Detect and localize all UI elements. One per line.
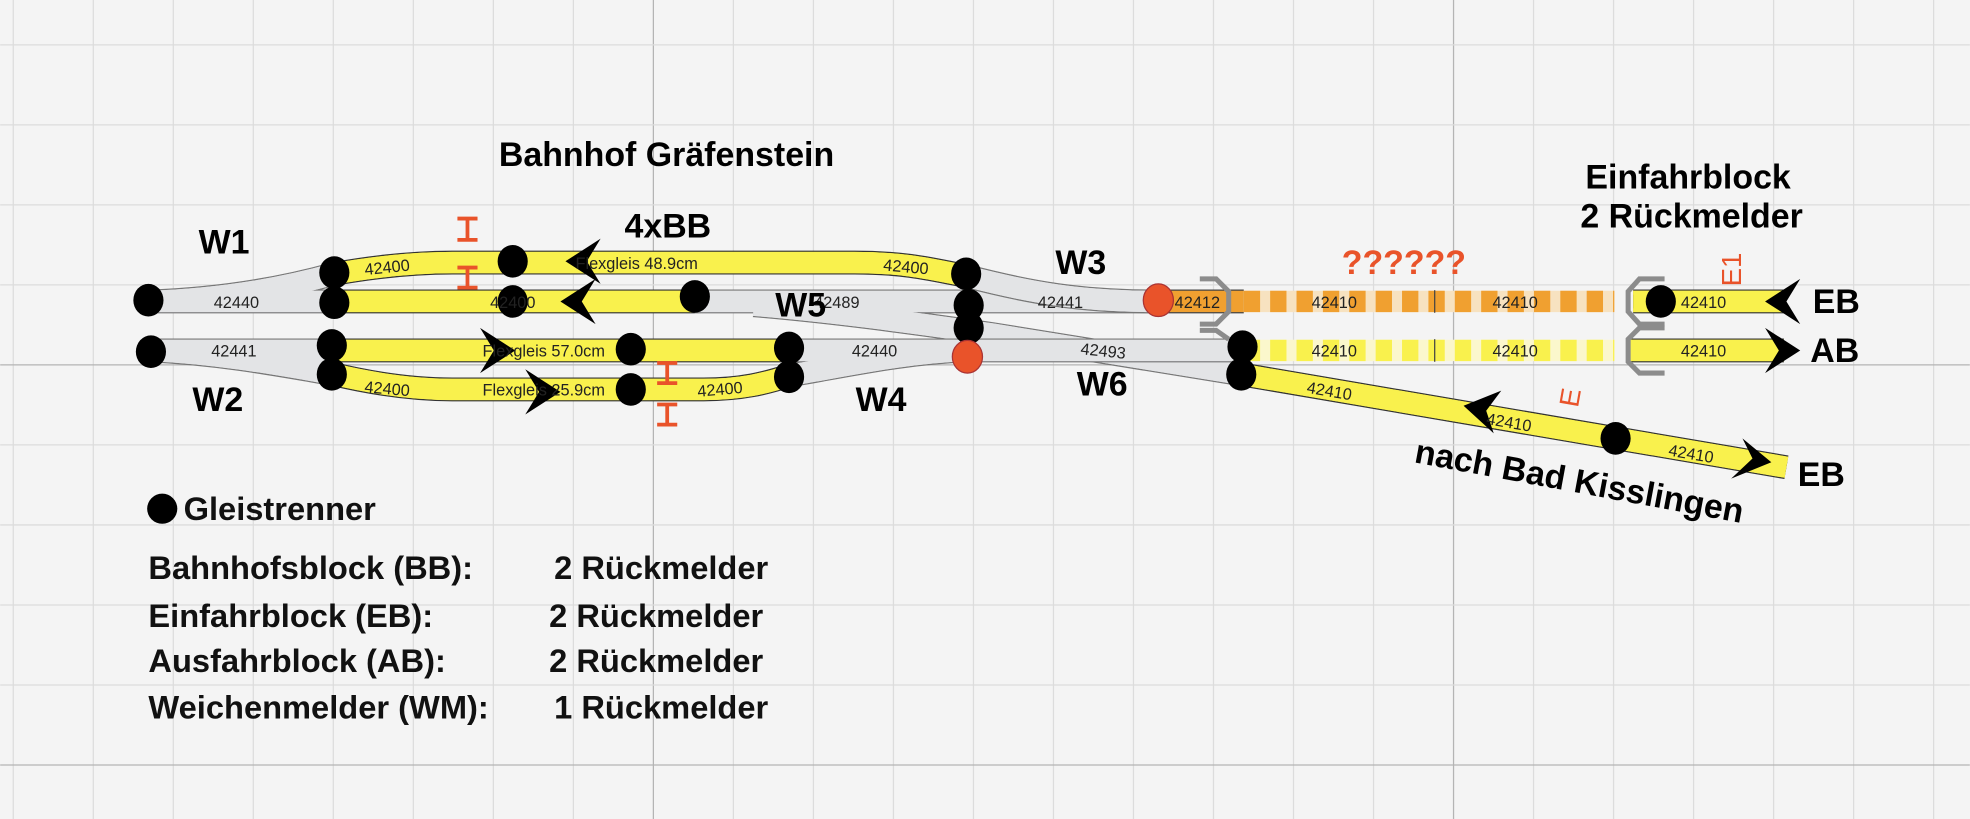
block-label: 4xBB xyxy=(624,207,711,245)
track-segment xyxy=(332,251,970,287)
track-separators xyxy=(133,244,1676,455)
arrow-left-icon xyxy=(565,238,601,284)
end-label-eb: EB xyxy=(1813,283,1860,321)
track-label: Flexgleis 25.9cm xyxy=(483,382,605,400)
track-label: 42400 xyxy=(697,379,744,401)
arrow-left-icon xyxy=(560,278,596,325)
track-label: 42410 xyxy=(1312,343,1357,361)
switch-label-w2: W2 xyxy=(192,381,243,419)
arrow-right-icon xyxy=(480,327,516,374)
track-label: 42440 xyxy=(214,294,259,312)
track-segment xyxy=(331,363,793,401)
legend-row-name: Weichenmelder (WM): xyxy=(148,689,488,726)
signal-markers: E1 E xyxy=(457,216,1747,427)
track-bumpers xyxy=(1199,276,1665,376)
track-label: 42493 xyxy=(1080,340,1127,363)
switch-label-w5: W5 xyxy=(775,287,826,325)
track-label: 42400 xyxy=(490,294,535,312)
switch-label-w1: W1 xyxy=(199,224,250,262)
track-label: 42410 xyxy=(1681,343,1726,361)
separator-dot-icon xyxy=(147,493,178,524)
legend-row-name: Ausfahrblock (AB): xyxy=(148,642,445,679)
track-label: 42400 xyxy=(364,378,411,400)
track-segment xyxy=(1239,363,1789,478)
legend-row-value: 2 Rückmelder xyxy=(549,597,763,634)
entry-block-subtitle: 2 Rückmelder xyxy=(1580,197,1802,235)
track-label: 42410 xyxy=(1492,294,1537,312)
end-label-ab: AB xyxy=(1810,332,1859,370)
track-label: 42400 xyxy=(364,257,411,280)
legend-row-value: 2 Rückmelder xyxy=(554,549,768,586)
arrow-left-icon xyxy=(1765,278,1801,325)
track-label: Flexgleis 48.9cm xyxy=(576,255,698,273)
track-label: Flexgleis 57.0cm xyxy=(483,343,605,361)
question-marks: ?????? xyxy=(1342,244,1466,282)
switch-label-w3: W3 xyxy=(1055,244,1106,282)
track-label: 42410 xyxy=(1492,343,1537,361)
track-label: 42489 xyxy=(814,294,859,312)
yellow-tracks xyxy=(331,250,1789,480)
track-labels: 42440 42400 42400 Flexgleis 48.9cm 42400… xyxy=(211,255,1726,467)
arrow-right-icon xyxy=(525,369,561,415)
marker-e: E xyxy=(1553,386,1587,410)
switch-label-w6: W6 xyxy=(1077,366,1128,404)
marker-e1: E1 xyxy=(1716,253,1747,287)
direction-arrows xyxy=(480,238,1801,479)
orange-separator xyxy=(1142,283,1175,318)
track-label: 42441 xyxy=(1038,294,1083,312)
track-segment xyxy=(964,266,1159,313)
track-label: 42410 xyxy=(1681,294,1726,312)
legend: Gleistrenner Bahnhofsblock (BB): 2 Rückm… xyxy=(147,490,769,726)
arrow-right-icon xyxy=(1765,327,1801,374)
legend-separator: Gleistrenner xyxy=(184,490,377,527)
end-label-eb-bottom: EB xyxy=(1798,456,1845,494)
track-label: 42400 xyxy=(883,256,930,278)
arrow-left-icon xyxy=(1463,390,1502,434)
track-segment xyxy=(787,339,1242,387)
legend-row-value: 1 Rückmelder xyxy=(554,689,768,726)
arrow-right-icon xyxy=(1731,438,1772,479)
legend-row-value: 2 Rückmelder xyxy=(549,642,763,679)
orange-separator xyxy=(951,339,984,374)
entry-block-title: Einfahrblock xyxy=(1585,158,1791,196)
track-label: 42441 xyxy=(211,343,256,361)
track-label: 42410 xyxy=(1312,294,1357,312)
track-segment xyxy=(148,263,338,313)
legend-row-name: Einfahrblock (EB): xyxy=(148,597,433,634)
planned-tracks xyxy=(1158,289,1615,362)
track-label: 42412 xyxy=(1175,294,1220,312)
station-title: Bahnhof Gräfenstein xyxy=(499,136,834,174)
track-label: 42440 xyxy=(852,343,897,361)
legend-row-name: Bahnhofsblock (BB): xyxy=(148,549,473,586)
switch-label-w4: W4 xyxy=(856,381,907,419)
